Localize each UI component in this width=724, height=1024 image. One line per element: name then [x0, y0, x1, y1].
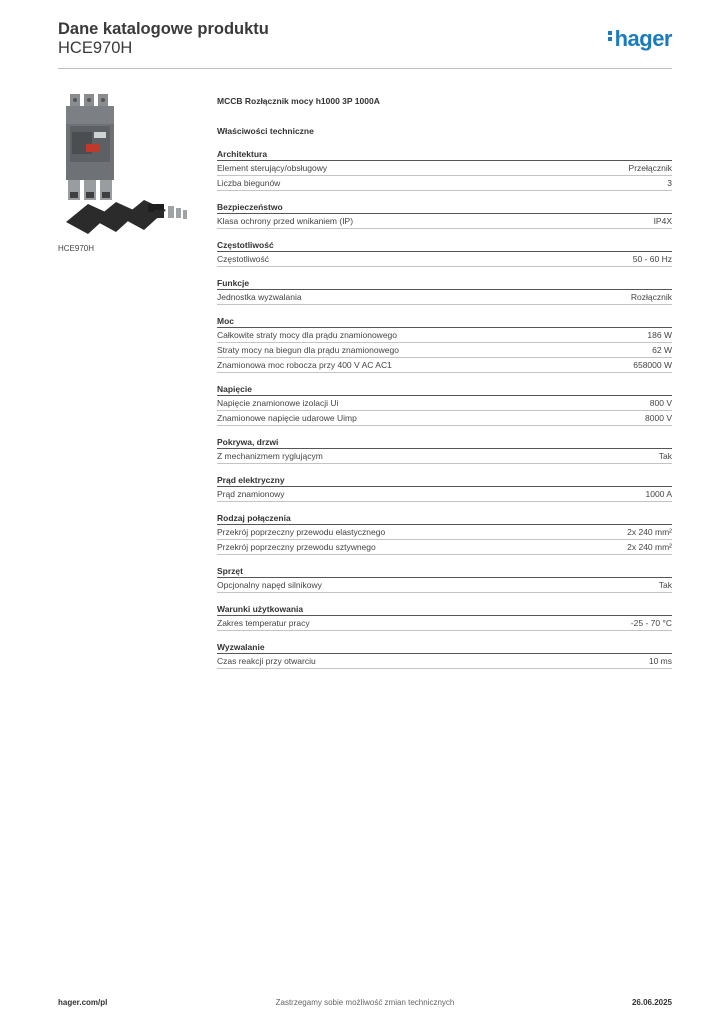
spec-row: Jednostka wyzwalania Rozłącznik	[217, 290, 672, 305]
spec-row: Straty mocy na biegun dla prądu znamiono…	[217, 343, 672, 358]
spec-row: Liczba biegunów 3	[217, 176, 672, 191]
spec-value: 50 - 60 Hz	[632, 254, 672, 264]
spec-row: Częstotliwość 50 - 60 Hz	[217, 252, 672, 267]
spec-row: Przekrój poprzeczny przewodu sztywnego 2x…	[217, 540, 672, 555]
spec-group-title: Moc	[217, 315, 672, 328]
spec-row: Zakres temperatur pracy -25 - 70 °C	[217, 616, 672, 631]
spec-value: 2x 240 mm²	[627, 542, 672, 552]
spec-label: Zakres temperatur pracy	[217, 618, 310, 628]
spec-value: 62 W	[652, 345, 672, 355]
product-image	[58, 92, 202, 237]
spec-value: 2x 240 mm²	[627, 527, 672, 537]
footer-date: 26.06.2025	[631, 998, 672, 1007]
spec-label: Całkowite straty mocy dla prądu znamiono…	[217, 330, 398, 340]
spec-label: Przekrój poprzeczny przewodu sztywnego	[217, 542, 376, 552]
logo-dots-icon	[607, 29, 613, 43]
spec-value: 8000 V	[645, 413, 672, 423]
spec-value: -25 - 70 °C	[630, 618, 672, 628]
spec-label: Częstotliwość	[217, 254, 269, 264]
spec-value: Rozłącznik	[630, 292, 672, 302]
spec-label: Znamionowe napięcie udarowe Uimp	[217, 413, 357, 423]
spec-label: Napięcie znamionowe izolacji Ui	[217, 398, 339, 408]
spec-row: Opcjonalny napęd silnikowy Tak	[217, 578, 672, 593]
spec-row: Napięcie znamionowe izolacji Ui 800 V	[217, 396, 672, 411]
spec-group-title: Funkcje	[217, 277, 672, 290]
spec-value: IP4X	[653, 216, 672, 226]
spec-row: Element sterujący/obsługowy Przełącznik	[217, 161, 672, 176]
spec-group-title: Prąd elektryczny	[217, 474, 672, 487]
spec-label: Znamionowa moc robocza przy 400 V AC AC1	[217, 360, 392, 370]
section-title: Właściwości techniczne	[217, 126, 314, 136]
footer-note: Zastrzegamy sobie możliwość zmian techni…	[275, 998, 455, 1007]
spec-value: 186 W	[647, 330, 672, 340]
spec-row: Prąd znamionowy 1000 A	[217, 487, 672, 502]
spec-row: Całkowite straty mocy dla prądu znamiono…	[217, 328, 672, 343]
spec-row: Klasa ochrony przed wnikaniem (IP) IP4X	[217, 214, 672, 229]
spec-group-title: Architektura	[217, 148, 672, 161]
spec-row: Czas reakcji przy otwarciu 10 ms	[217, 654, 672, 669]
spec-group-title: Napięcie	[217, 383, 672, 396]
spec-value: 3	[667, 178, 672, 188]
spec-label: Jednostka wyzwalania	[217, 292, 302, 302]
spec-group-title: Sprzęt	[217, 565, 672, 578]
specs-content: MCCB Rozłącznik mocy h1000 3P 1000A Właś…	[217, 94, 672, 669]
spec-value: Tak	[658, 580, 672, 590]
spec-label: Liczba biegunów	[217, 178, 281, 188]
page-footer: hager.com/pl Zastrzegamy sobie możliwość…	[58, 998, 672, 1010]
document-title: Dane katalogowe produktu	[58, 20, 269, 38]
footer-url[interactable]: hager.com/pl	[58, 998, 108, 1007]
spec-label: Z mechanizmem ryglującym	[217, 451, 323, 461]
spec-value: 800 V	[649, 398, 672, 408]
spec-value: 658000 W	[633, 360, 672, 370]
spec-row: Z mechanizmem ryglującym Tak	[217, 449, 672, 464]
spec-label: Straty mocy na biegun dla prądu znamiono…	[217, 345, 399, 355]
spec-value: 1000 A	[645, 489, 672, 499]
hager-logo: hager	[607, 26, 673, 52]
spec-row: Znamionowe napięcie udarowe Uimp 8000 V	[217, 411, 672, 426]
spec-group-title: Rodzaj połączenia	[217, 512, 672, 525]
spec-label: Przekrój poprzeczny przewodu elastyczneg…	[217, 527, 386, 537]
spec-label: Element sterujący/obsługowy	[217, 163, 328, 173]
page-header: Dane katalogowe produktu HCE970H hager	[58, 20, 673, 68]
product-code: HCE970H	[58, 39, 133, 57]
spec-value: Przełącznik	[628, 163, 672, 173]
product-name: MCCB Rozłącznik mocy h1000 3P 1000A	[217, 96, 380, 106]
spec-value: Tak	[658, 451, 672, 461]
spec-label: Opcjonalny napęd silnikowy	[217, 580, 322, 590]
spec-row: Znamionowa moc robocza przy 400 V AC AC1…	[217, 358, 672, 373]
spec-row: Przekrój poprzeczny przewodu elastyczneg…	[217, 525, 672, 540]
spec-group-title: Częstotliwość	[217, 239, 672, 252]
spec-group: Pokrywa, drzwi Z mechanizmem ryglującym Ta…	[217, 436, 672, 464]
spec-group-title: Bezpieczeństwo	[217, 201, 672, 214]
image-caption: HCE970H	[58, 244, 95, 253]
logo-text: hager	[614, 26, 673, 51]
spec-label: Prąd znamionowy	[217, 489, 285, 499]
spec-group-title: Wyzwalanie	[217, 641, 672, 654]
spec-label: Klasa ochrony przed wnikaniem (IP)	[217, 216, 354, 226]
header-divider	[58, 68, 672, 69]
spec-group-title: Warunki użytkowania	[217, 603, 672, 616]
spec-group-title: Pokrywa, drzwi	[217, 436, 672, 449]
spec-value: 10 ms	[648, 656, 672, 666]
spec-label: Czas reakcji przy otwarciu	[217, 656, 316, 666]
